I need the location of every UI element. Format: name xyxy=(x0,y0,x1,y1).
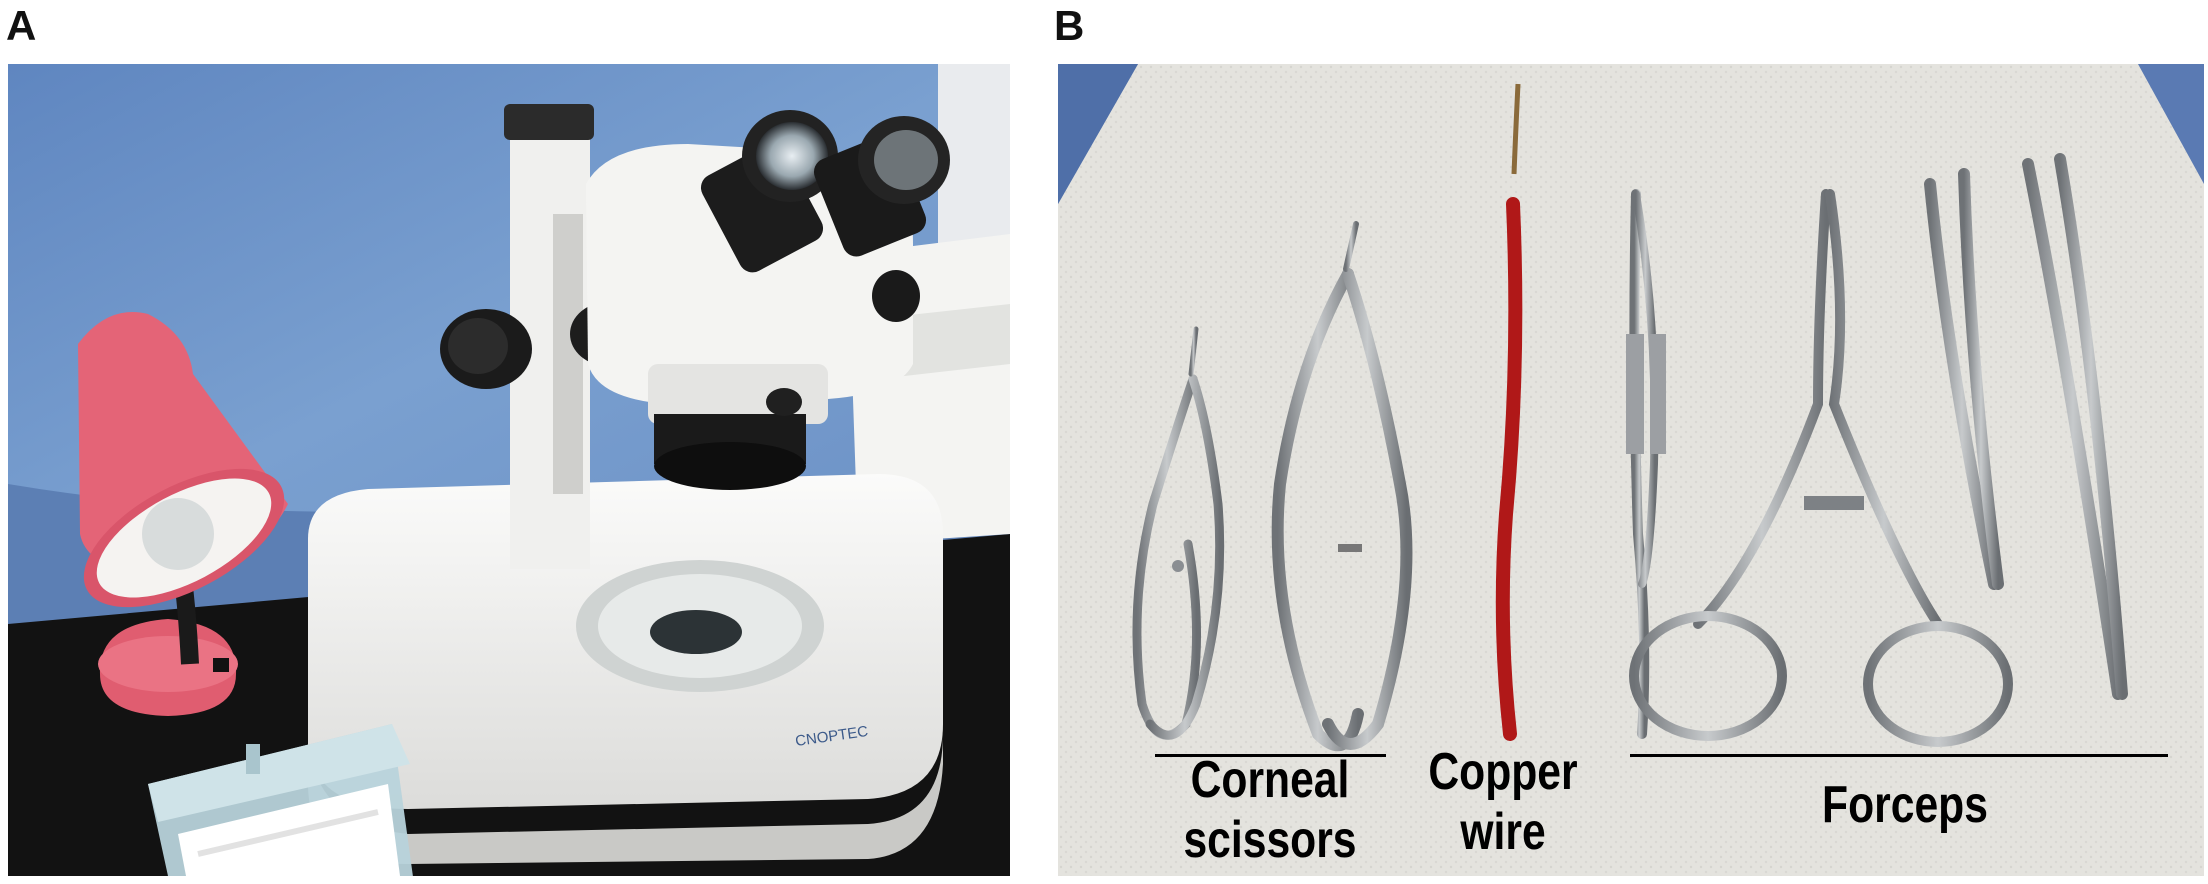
long-tweezers xyxy=(2022,153,2128,700)
corneal-scissors-underline xyxy=(1155,754,1386,757)
microscope-setup-photo: CNOPTEC xyxy=(8,64,1010,876)
gauze-box xyxy=(148,724,413,876)
copper-wire-label: Copper wire xyxy=(1425,742,1581,862)
copper-wire xyxy=(1511,83,1521,175)
needle-holder xyxy=(1626,189,1666,739)
small-corneal-scissors xyxy=(1132,326,1225,740)
forceps-underline xyxy=(1630,754,2168,757)
surgical-instruments-photo xyxy=(1058,64,2204,876)
corneal-scissors-label: Corneal scissors xyxy=(1172,750,1369,870)
copper-label-line2: wire xyxy=(1460,803,1546,861)
straight-tweezers xyxy=(1924,168,2004,590)
copper-label-line1: Copper xyxy=(1428,743,1578,801)
eyepieces xyxy=(700,110,950,273)
corneal-label-line2: scissors xyxy=(1183,811,1357,869)
large-corneal-scissors xyxy=(1271,221,1413,752)
panel-letter-a: A xyxy=(6,2,37,49)
hemostat-forceps xyxy=(1629,189,2013,747)
desk-lamp xyxy=(78,312,288,716)
panel-letter-b: B xyxy=(1054,2,1085,49)
forceps-label: Forceps xyxy=(1822,776,1988,834)
corneal-label-line1: Corneal xyxy=(1190,751,1350,809)
